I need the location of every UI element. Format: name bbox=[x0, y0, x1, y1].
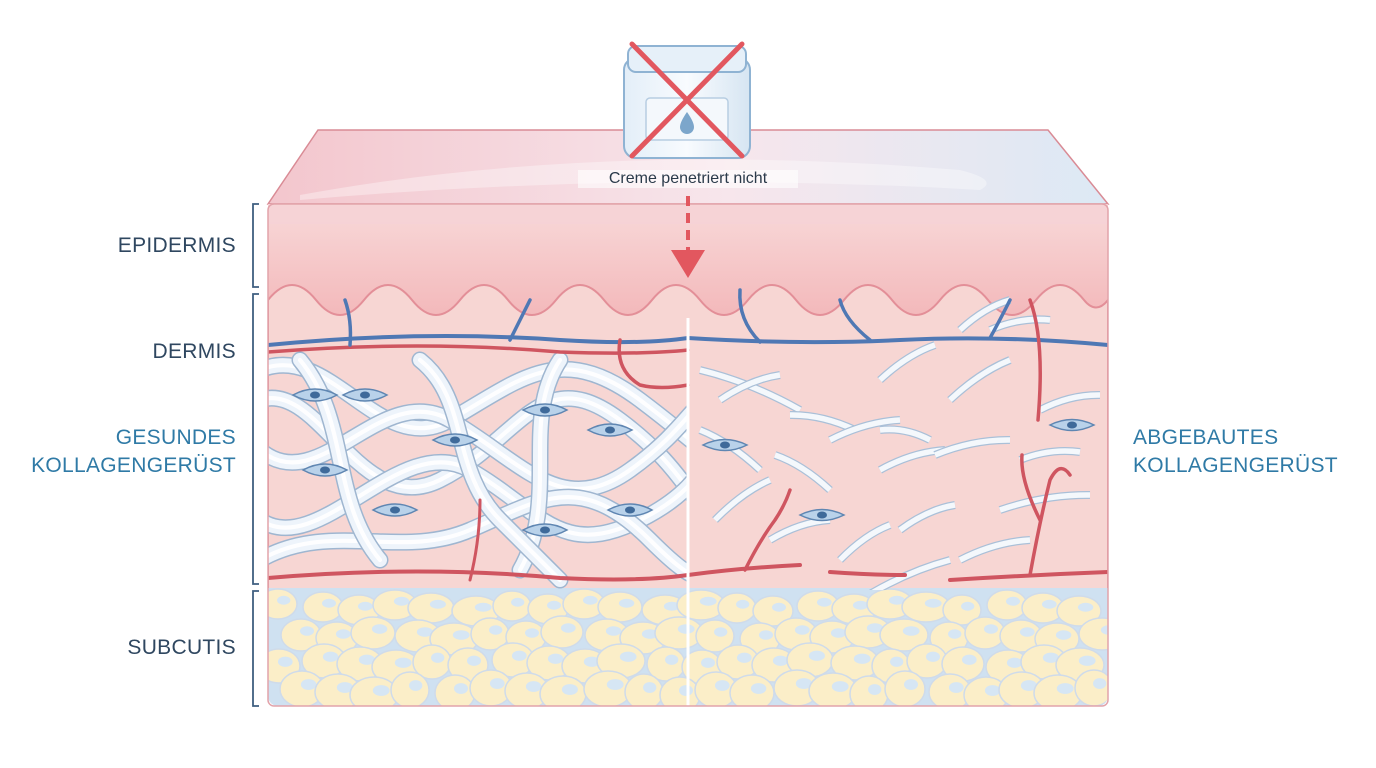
fat-cell bbox=[879, 618, 929, 652]
broken-collagen-fragment bbox=[717, 371, 781, 404]
broken-collagen-fragment bbox=[877, 341, 937, 383]
fat-cell bbox=[659, 676, 701, 706]
broken-collagen-fragment bbox=[947, 356, 1012, 403]
dermis-bracket bbox=[252, 293, 259, 585]
label-healthy-line2: KOLLAGENGERÜST bbox=[31, 454, 236, 477]
fat-cell bbox=[694, 671, 738, 706]
fibroblast-cell bbox=[341, 388, 389, 402]
fat-cell bbox=[928, 673, 972, 706]
fat-cell bbox=[407, 592, 455, 624]
broken-collagen-fragment bbox=[958, 536, 1031, 564]
label-epidermis: EPIDERMIS bbox=[117, 234, 236, 257]
layer-brackets bbox=[252, 203, 259, 707]
fat-cell bbox=[350, 616, 396, 650]
broken-collagen-fragment bbox=[828, 416, 901, 444]
label-degraded-line2: KOLLAGENGERÜST bbox=[1133, 454, 1338, 477]
drop-icon bbox=[680, 112, 694, 134]
fibroblast-cell bbox=[521, 523, 569, 537]
fibroblast-cell bbox=[301, 463, 349, 477]
fat-cell bbox=[279, 670, 325, 706]
arrow-down-icon bbox=[671, 196, 705, 278]
fat-cell bbox=[796, 590, 840, 622]
fat-cell bbox=[1078, 617, 1108, 651]
broken-collagen-fragment bbox=[1038, 390, 1101, 414]
fat-cell bbox=[1020, 644, 1068, 680]
broken-collagen-fragment bbox=[837, 521, 892, 563]
fat-cell bbox=[654, 616, 704, 650]
fat-cell bbox=[539, 675, 587, 706]
fat-cell bbox=[729, 674, 775, 706]
fat-cell bbox=[624, 673, 664, 706]
fat-cell bbox=[597, 591, 643, 623]
label-dermis: DERMIS bbox=[152, 340, 236, 363]
fat-cell bbox=[695, 619, 735, 653]
broken-collagen-fragment bbox=[773, 451, 833, 493]
broken-collagen-fragment bbox=[897, 501, 956, 534]
cross-out-icon bbox=[629, 41, 745, 159]
label-healthy-line1: GESUNDES bbox=[115, 426, 236, 449]
epidermis-bracket bbox=[252, 203, 259, 288]
fibroblast-cell bbox=[586, 423, 634, 437]
fat-cell bbox=[786, 642, 834, 678]
fat-cell bbox=[717, 592, 757, 624]
fat-cell bbox=[280, 618, 322, 652]
fibroblast-cell bbox=[606, 503, 654, 517]
fat-cell bbox=[844, 615, 892, 649]
fat-cell bbox=[773, 669, 821, 706]
fat-cell bbox=[268, 588, 298, 620]
fat-cell bbox=[1074, 669, 1108, 706]
fat-cell bbox=[998, 671, 1046, 706]
broken-collagen-fragment bbox=[1018, 447, 1081, 464]
fat-cell bbox=[964, 616, 1006, 650]
broken-collagen-fragment bbox=[712, 476, 772, 523]
label-subcutis: SUBCUTIS bbox=[127, 636, 236, 659]
fibroblast-cell bbox=[521, 403, 569, 417]
subcutis-bracket bbox=[252, 590, 259, 707]
label-healthy-collagen: GESUNDES KOLLAGENGERÜST bbox=[20, 424, 236, 480]
fat-cell bbox=[349, 676, 399, 706]
fibroblast-cell bbox=[431, 433, 479, 447]
fat-cell bbox=[390, 671, 430, 706]
fibroblast-cell bbox=[371, 503, 419, 517]
label-degraded-collagen: ABGEBAUTES KOLLAGENGERÜST bbox=[1133, 424, 1363, 480]
cream-caption: Creme penetriert nicht bbox=[578, 170, 798, 188]
fat-cell bbox=[412, 644, 452, 680]
blood-vessels bbox=[268, 288, 1108, 582]
fat-cell bbox=[492, 590, 532, 622]
fibroblast-cell bbox=[798, 508, 846, 522]
fat-cell bbox=[1056, 595, 1102, 627]
fat-cell bbox=[562, 588, 606, 620]
fat-cell bbox=[470, 617, 510, 651]
broken-collagen-fragment bbox=[933, 435, 1011, 459]
fibroblast-cell bbox=[291, 388, 339, 402]
fat-cell bbox=[884, 670, 926, 706]
fat-cell bbox=[434, 674, 476, 706]
fat-cell bbox=[866, 588, 914, 620]
fat-cell bbox=[830, 645, 880, 681]
broken-collagen-fragment bbox=[957, 296, 1012, 333]
fibroblast-cell bbox=[1048, 418, 1096, 432]
healthy-collagen-network bbox=[268, 351, 688, 589]
fat-cell bbox=[941, 646, 985, 682]
label-degraded-line1: ABGEBAUTES bbox=[1133, 426, 1279, 449]
broken-collagen-fragment bbox=[879, 425, 932, 444]
fat-cell bbox=[302, 591, 344, 623]
fat-cell bbox=[942, 594, 982, 626]
fat-cell bbox=[716, 644, 760, 680]
fat-cell bbox=[986, 589, 1028, 621]
fat-cells bbox=[268, 588, 1108, 706]
fat-cell bbox=[540, 615, 584, 649]
fibroblast-cell bbox=[701, 438, 749, 452]
